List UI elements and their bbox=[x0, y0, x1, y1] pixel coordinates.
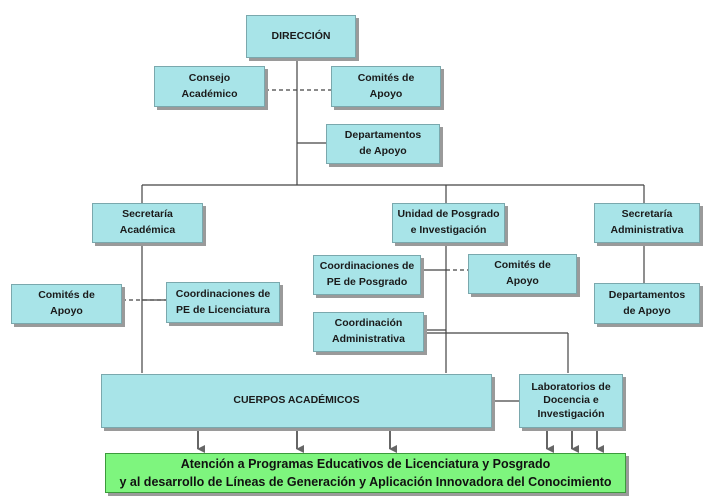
comites-apoyo-left-box: Comités de Apoyo bbox=[11, 284, 122, 324]
laboratorios-box: Laboratorios de Docencia e Investigación bbox=[519, 374, 623, 428]
departamentos-apoyo-top-box: Departamentos de Apoyo bbox=[326, 124, 440, 164]
cuerpos-academicos-box: CUERPOS ACADÉMICOS bbox=[101, 374, 492, 428]
unidad-posgrado-box: Unidad de Posgrado e Investigación bbox=[392, 203, 505, 243]
secretaria-administrativa-box: Secretaría Administrativa bbox=[594, 203, 700, 243]
coordinacion-administrativa-box: Coordinación Administrativa bbox=[313, 312, 424, 352]
direccion-box: DIRECCIÓN bbox=[246, 15, 356, 58]
secretaria-academica-box: Secretaría Académica bbox=[92, 203, 203, 243]
atencion-programas-box: Atención a Programas Educativos de Licen… bbox=[105, 453, 626, 493]
coordinaciones-licenciatura-box: Coordinaciones de PE de Licenciatura bbox=[166, 282, 280, 323]
comites-apoyo-top-box: Comités de Apoyo bbox=[331, 66, 441, 107]
consejo-academico-box: Consejo Académico bbox=[154, 66, 265, 107]
comites-apoyo-posgrado-box: Comités de Apoyo bbox=[468, 254, 577, 294]
departamentos-apoyo-right-box: Departamentos de Apoyo bbox=[594, 283, 700, 324]
coordinaciones-posgrado-box: Coordinaciones de PE de Posgrado bbox=[313, 255, 421, 295]
